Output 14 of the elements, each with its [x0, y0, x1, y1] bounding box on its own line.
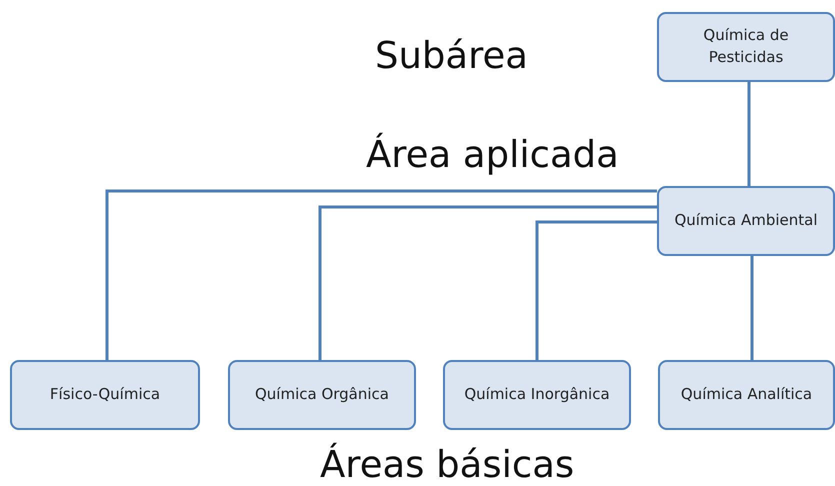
level-heading: Áreas básicas — [320, 445, 574, 486]
area-box: Química de Pesticidas — [657, 12, 835, 82]
connector-line — [318, 206, 657, 360]
connector-line — [106, 190, 657, 360]
area-box: Química Ambiental — [657, 186, 835, 256]
area-box: Físico-Química — [10, 360, 200, 430]
connector-line — [536, 220, 657, 360]
area-box: Química Orgânica — [228, 360, 416, 430]
area-box: Química Inorgânica — [443, 360, 631, 430]
connector-line — [750, 256, 754, 360]
level-heading: Subárea — [375, 36, 528, 77]
connector-line — [748, 82, 750, 186]
area-box: Química Analítica — [658, 360, 835, 430]
level-heading: Área aplicada — [366, 135, 619, 176]
